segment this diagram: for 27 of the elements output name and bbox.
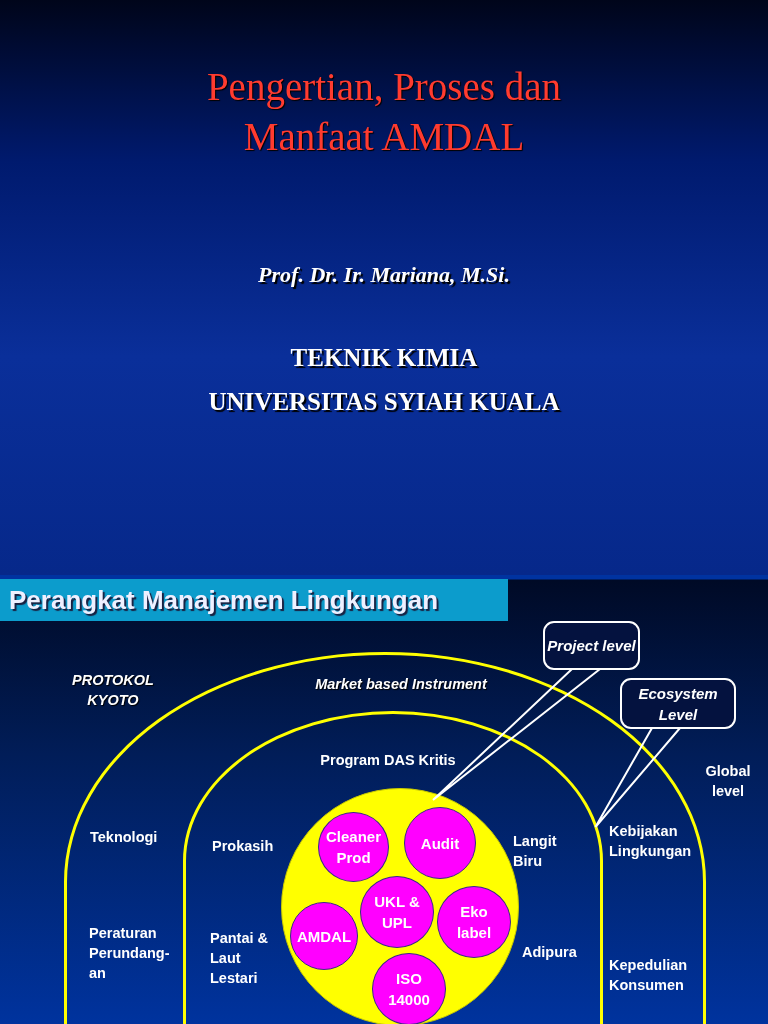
tool-circle: ISO 14000 [372, 953, 446, 1024]
ring-label: Peraturan Perundang-an [89, 924, 171, 983]
protocol-label: PROTOKOL KYOTO [71, 671, 155, 710]
department-name: TEKNIK KIMIA [289, 344, 479, 372]
ring-label: Kebijakan Lingkungan [609, 822, 693, 861]
ring-label: Langit Biru [513, 832, 558, 871]
slide-title: Pengertian, Proses dan Manfaat AMDAL [205, 64, 563, 160]
tool-circle: Audit [404, 807, 476, 879]
callout-tail [432, 668, 601, 801]
ring-label: Program DAS Kritis [319, 751, 457, 770]
level-label: Global level [704, 762, 752, 801]
tool-circle: AMDAL [290, 902, 358, 970]
ring-label: Kepedulian Konsumen [609, 956, 689, 995]
tool-circle: Eko label [437, 886, 511, 958]
callout-bubble: Ecosystem Level [620, 678, 736, 729]
university-name: UNIVERSITAS SYIAH KUALA [207, 388, 561, 416]
author-name: Prof. Dr. Ir. Mariana, M.Si. [257, 262, 511, 288]
slide-heading: Perangkat Manajemen Lingkungan [0, 579, 508, 621]
callout-bubble: Project level [543, 621, 640, 670]
ring-label: Market based Instrument [314, 675, 489, 694]
tool-circle: UKL & UPL [360, 876, 434, 948]
callout-tail [594, 727, 681, 828]
ring-label: Adipura [522, 943, 578, 962]
tool-circle: Cleaner Prod [318, 812, 389, 882]
ring-label: Pantai & Laut Lestari [210, 929, 269, 988]
ring-label: Teknologi [90, 828, 159, 847]
ring-label: Prokasih [212, 837, 275, 856]
